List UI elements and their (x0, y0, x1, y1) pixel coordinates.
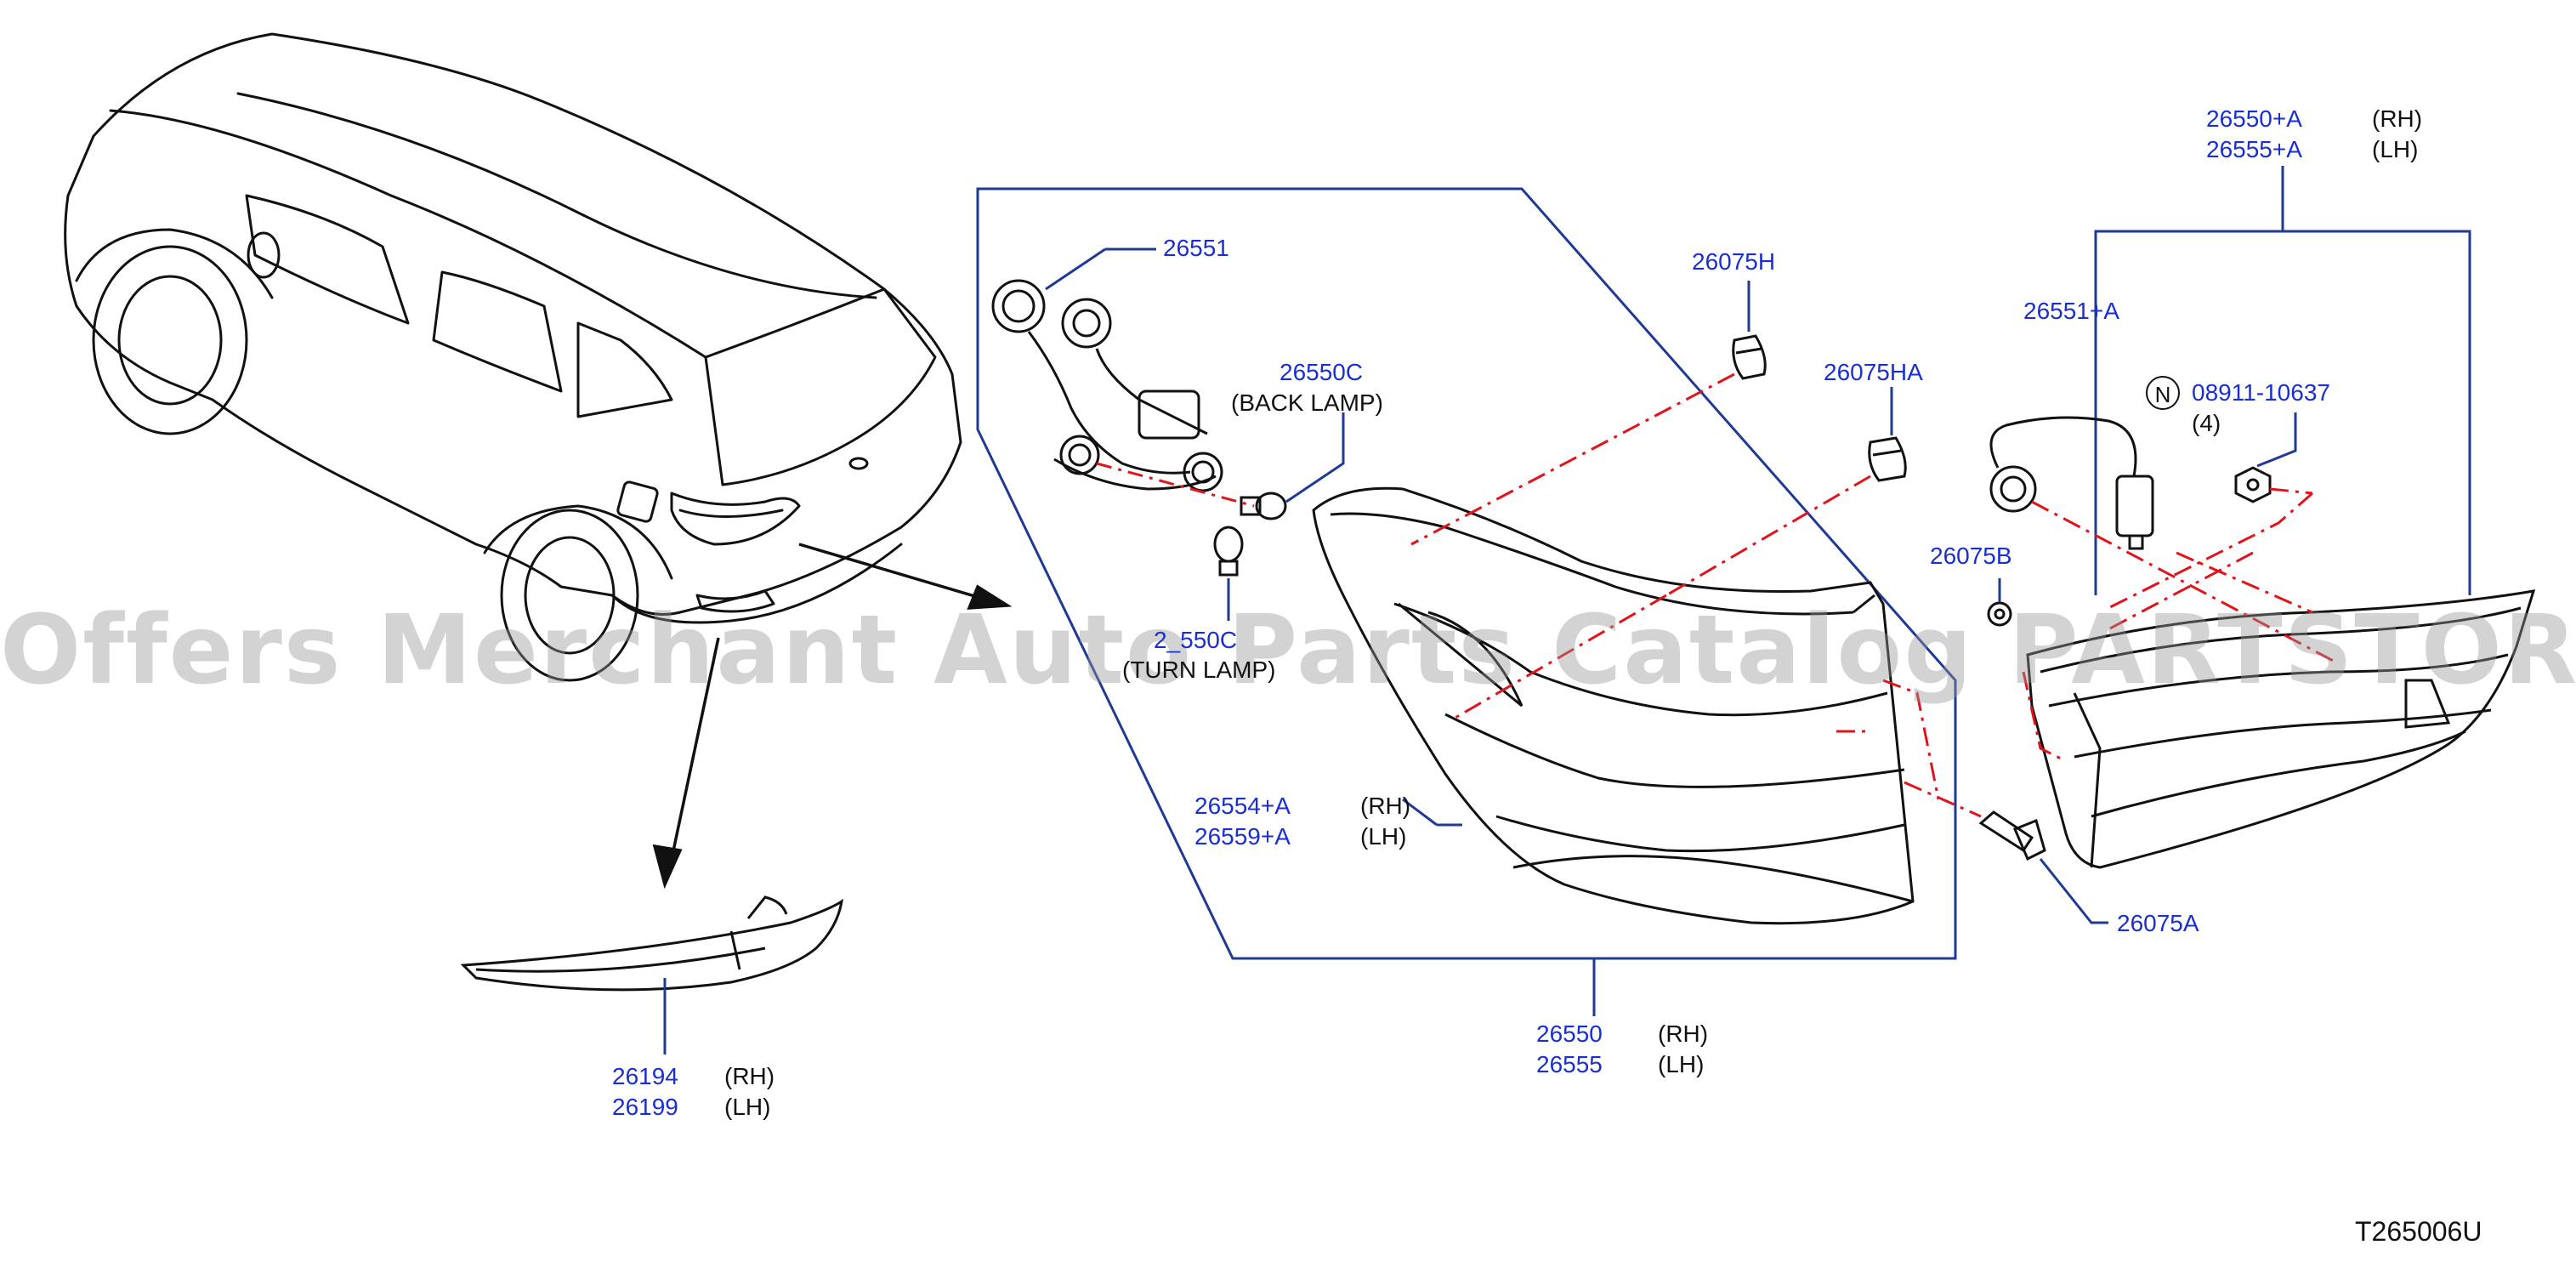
side-rh-26550A: (RH) (2372, 105, 2423, 132)
callout-26550C[interactable]: 26550C (1279, 359, 1364, 385)
bolt-26075A-drawing (1978, 810, 2046, 861)
leader-26551 (1045, 247, 1106, 291)
side-lh-26555: (LH) (1658, 1051, 1705, 1077)
nut-08911-drawing (2234, 466, 2272, 503)
callout-26551[interactable]: 26551 (1163, 235, 1229, 261)
leader-26075A (2039, 858, 2108, 924)
socket-harness-drawing (991, 279, 1287, 577)
callout-26075HA[interactable]: 26075HA (1824, 359, 1923, 385)
callout-26075B[interactable]: 26075B (1930, 543, 2012, 569)
rear-reflector-drawing (460, 895, 844, 992)
callout-26554A[interactable]: 26554+A (1194, 793, 1291, 819)
alignment-dash-lines-left (1410, 372, 1982, 818)
inner-lamp-drawing (2026, 589, 2536, 869)
clip-26075H-drawing (1732, 334, 1767, 380)
callout-26075A[interactable]: 26075A (2117, 910, 2199, 936)
leader-26554A-diag (1402, 798, 1438, 827)
n-symbol-badge: N (2146, 376, 2180, 410)
side-rh-26550: (RH) (1658, 1020, 1709, 1047)
callout-26199[interactable]: 26199 (612, 1094, 678, 1120)
callout-08911-10637[interactable]: 08911-10637 (2192, 379, 2330, 406)
pointer-arrows (652, 543, 1013, 890)
note-back-lamp: (BACK LAMP) (1231, 389, 1383, 416)
alignment-dash-lines-right (2022, 487, 2339, 763)
diagram-code: T265006U (2355, 1216, 2482, 1247)
side-lh-26559A: (LH) (1360, 823, 1407, 850)
callout-26555A[interactable]: 26555+A (2206, 136, 2302, 162)
side-rh-26194: (RH) (724, 1063, 775, 1089)
grommet-26075B-drawing (1987, 601, 2012, 627)
note-qty-4: (4) (2192, 410, 2221, 436)
callout-26075H[interactable]: 26075H (1692, 248, 1776, 275)
socket-harness-A-drawing (1989, 416, 2154, 550)
side-lh-26555A: (LH) (2372, 136, 2419, 162)
callout-26559A[interactable]: 26559+A (1194, 823, 1291, 850)
assembly-boundary-26550A (2094, 230, 2471, 595)
assembly-boundary-26550 (976, 187, 1957, 960)
callout-turn-lamp-part[interactable]: 2_550C (1154, 627, 1238, 653)
callout-26551A[interactable]: 26551+A (2023, 298, 2119, 324)
rear-combination-lamp-drawing (1312, 486, 1915, 925)
callout-26194[interactable]: 26194 (612, 1063, 678, 1089)
clip-26075HA-drawing (1868, 436, 1907, 482)
leader-08911 (2256, 412, 2297, 468)
callout-26555[interactable]: 26555 (1536, 1051, 1603, 1077)
side-rh-26554A: (RH) (1360, 793, 1411, 819)
side-lh-26199: (LH) (724, 1094, 771, 1120)
vehicle-drawing (64, 32, 962, 682)
dash-bulb (1096, 462, 1255, 508)
note-turn-lamp: (TURN LAMP) (1122, 657, 1276, 683)
leader-26550C (1285, 412, 1345, 503)
callout-26550A[interactable]: 26550+A (2206, 105, 2302, 132)
callout-26550[interactable]: 26550 (1536, 1020, 1603, 1047)
